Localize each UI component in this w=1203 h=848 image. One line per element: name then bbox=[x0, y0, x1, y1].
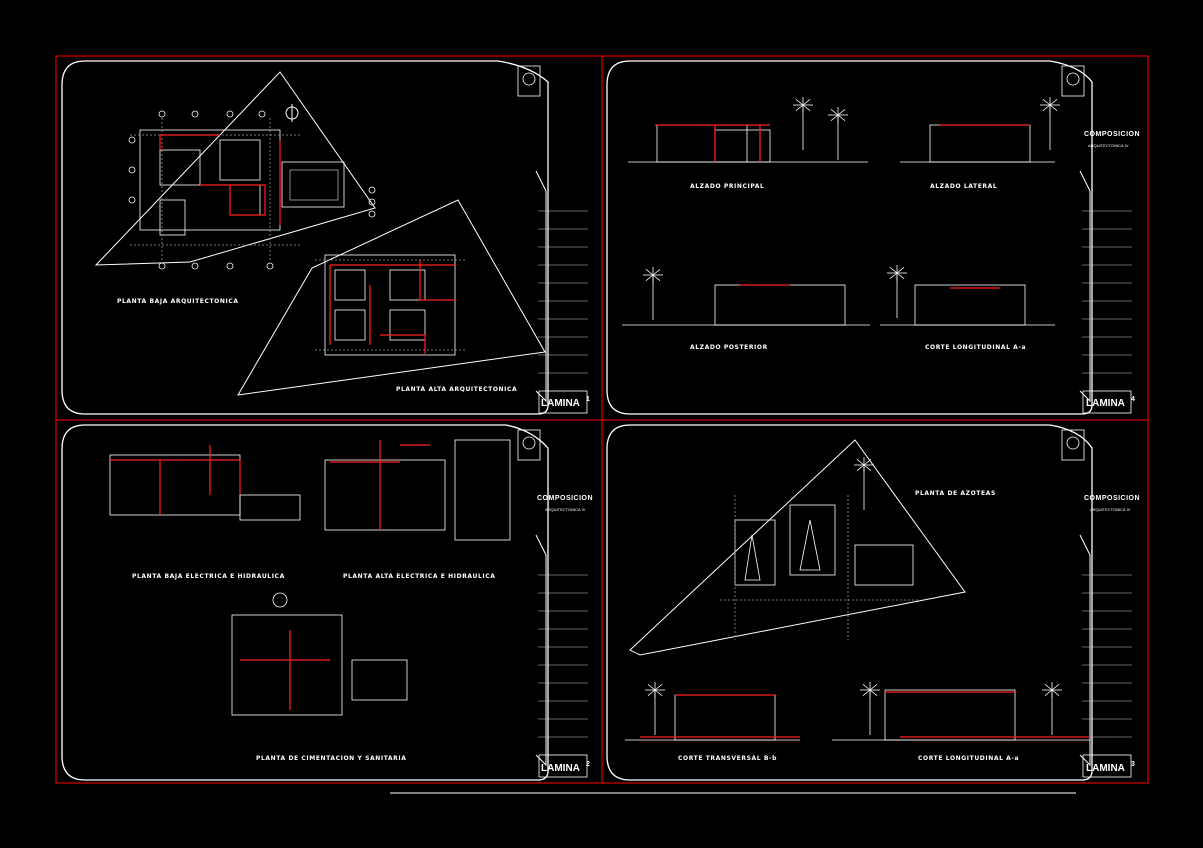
logo-seal bbox=[1066, 72, 1080, 86]
lamina-label-3: LAMINA bbox=[1086, 763, 1125, 774]
composicion-title-2: COMPOSICION bbox=[537, 495, 594, 502]
palm-tree bbox=[643, 267, 663, 320]
palm-tree bbox=[854, 457, 874, 510]
logo-seal bbox=[1066, 436, 1080, 450]
label-corte-longitudinal-3: CORTE LONGITUDINAL A-a bbox=[918, 755, 1020, 762]
lamina-number-3: 3 bbox=[1131, 761, 1135, 768]
logo-emblem bbox=[517, 65, 541, 97]
logo-seal bbox=[522, 436, 536, 450]
logo-emblem bbox=[517, 429, 541, 461]
title-block bbox=[517, 429, 588, 778]
palm-tree bbox=[860, 682, 880, 735]
section-red-lines bbox=[640, 691, 1090, 738]
palm-tree bbox=[793, 97, 813, 150]
label-planta-baja: PLANTA BAJA ARQUITECTONICA bbox=[117, 298, 239, 305]
lamina-number-1: 1 bbox=[586, 396, 590, 403]
label-planta-azoteas: PLANTA DE AZOTEAS bbox=[915, 490, 996, 497]
composicion-sub-2: ARQUITECTONICA IV bbox=[545, 507, 586, 512]
site-outline-upper bbox=[237, 199, 546, 396]
palm-tree bbox=[828, 107, 848, 160]
panel-outlines bbox=[61, 60, 1093, 781]
logo-emblem bbox=[1061, 65, 1085, 97]
label-alzado-principal: ALZADO PRINCIPAL bbox=[690, 183, 765, 190]
palm-tree bbox=[1042, 682, 1062, 735]
lamina-label-1: LAMINA bbox=[541, 398, 580, 409]
logo-emblem bbox=[1061, 429, 1085, 461]
plan-upper-red-walls bbox=[329, 260, 455, 355]
composicion-title-3: COMPOSICION bbox=[1084, 495, 1141, 502]
label-alzado-posterior: ALZADO POSTERIOR bbox=[690, 344, 768, 351]
label-corte-longitudinal-4: CORTE LONGITUDINAL A-a bbox=[925, 344, 1027, 351]
roof-plan bbox=[720, 495, 920, 640]
title-blocks bbox=[517, 65, 1132, 778]
label-corte-transversal: CORTE TRANSVERSAL B-b bbox=[678, 755, 778, 762]
plan-ground-red-walls bbox=[159, 134, 281, 225]
roof-site-outline bbox=[629, 439, 966, 656]
lamina-label-4: LAMINA bbox=[1086, 398, 1125, 409]
label-cimentacion: PLANTA DE CIMENTACION Y SANITARIA bbox=[256, 755, 407, 762]
elevations bbox=[622, 124, 1055, 326]
lamina-label-2: LAMINA bbox=[541, 763, 580, 774]
plan-upper-floor bbox=[315, 254, 465, 356]
logo-seal bbox=[522, 72, 536, 86]
composicion-title-4: COMPOSICION bbox=[1084, 131, 1141, 138]
electrical-red-walls bbox=[110, 440, 430, 710]
lamina-number-2: 2 bbox=[586, 761, 590, 768]
title-strip bbox=[535, 534, 547, 767]
sections bbox=[625, 689, 1090, 741]
palm-tree bbox=[887, 265, 907, 318]
lamina-number-4: 4 bbox=[1131, 396, 1135, 403]
label-planta-alta: PLANTA ALTA ARQUITECTONICA bbox=[396, 386, 518, 393]
title-strip bbox=[535, 170, 547, 403]
label-planta-baja-electrica: PLANTA BAJA ELECTRICA E HIDRAULICA bbox=[132, 573, 285, 580]
palm-tree bbox=[645, 682, 665, 735]
lamina-box bbox=[1082, 754, 1132, 778]
north-arrow-ground bbox=[285, 104, 299, 122]
title-block bbox=[1061, 429, 1132, 778]
lamina-box bbox=[538, 390, 588, 414]
site-outline-ground bbox=[94, 71, 376, 266]
title-block bbox=[1061, 65, 1132, 414]
elevation-red-lines bbox=[655, 124, 1030, 289]
composicion-sub-3: ARQUITECTONICA IV bbox=[1090, 507, 1131, 512]
layout-frame bbox=[55, 55, 1149, 784]
title-block bbox=[517, 65, 588, 414]
lamina-box bbox=[1082, 390, 1132, 414]
title-strip bbox=[1079, 534, 1091, 767]
label-planta-alta-electrica: PLANTA ALTA ELECTRICA E HIDRAULICA bbox=[343, 573, 496, 580]
lamina-box bbox=[538, 754, 588, 778]
label-alzado-lateral: ALZADO LATERAL bbox=[930, 183, 998, 190]
palm-tree bbox=[1040, 97, 1060, 150]
composicion-sub-4: ARQUITECTONICA IV bbox=[1088, 143, 1129, 148]
title-strip bbox=[1079, 170, 1091, 403]
palm-trees bbox=[643, 97, 1062, 735]
